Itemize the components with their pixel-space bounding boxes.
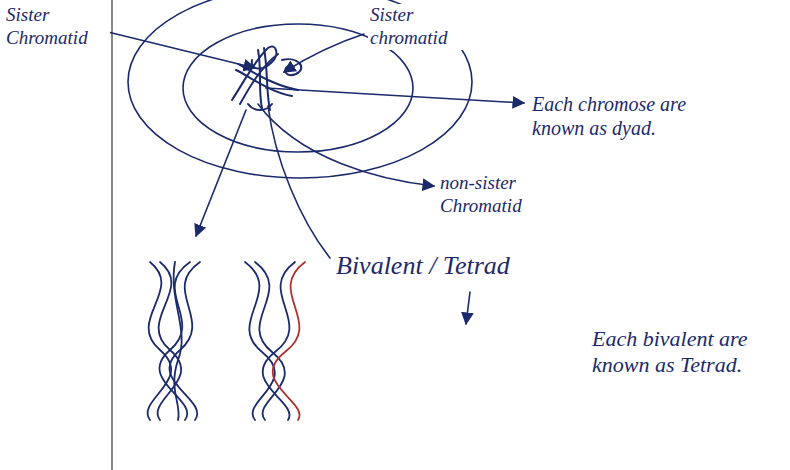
part-label: Sister Chromatid <box>4 4 110 50</box>
note-label: Each bivalent are known as Tetrad. <box>590 326 764 379</box>
leader-arrow <box>266 88 524 103</box>
zoom-arrow <box>196 110 246 236</box>
bivalent-scribble <box>232 46 301 110</box>
term-label: Bivalent / Tetrad <box>334 250 598 281</box>
bivalent-zoom-right <box>245 262 305 420</box>
down-arrow <box>466 292 470 324</box>
leader-line <box>108 32 255 68</box>
part-label: non-sister Chromatid <box>438 172 582 218</box>
leader-line <box>284 34 364 72</box>
margin-line <box>111 0 113 470</box>
note-label: Each chromose are known as dyad. <box>530 92 739 140</box>
bivalent-zoom-left <box>148 262 200 420</box>
leader-line <box>268 106 330 258</box>
part-label: Sister chromatid <box>368 4 476 50</box>
